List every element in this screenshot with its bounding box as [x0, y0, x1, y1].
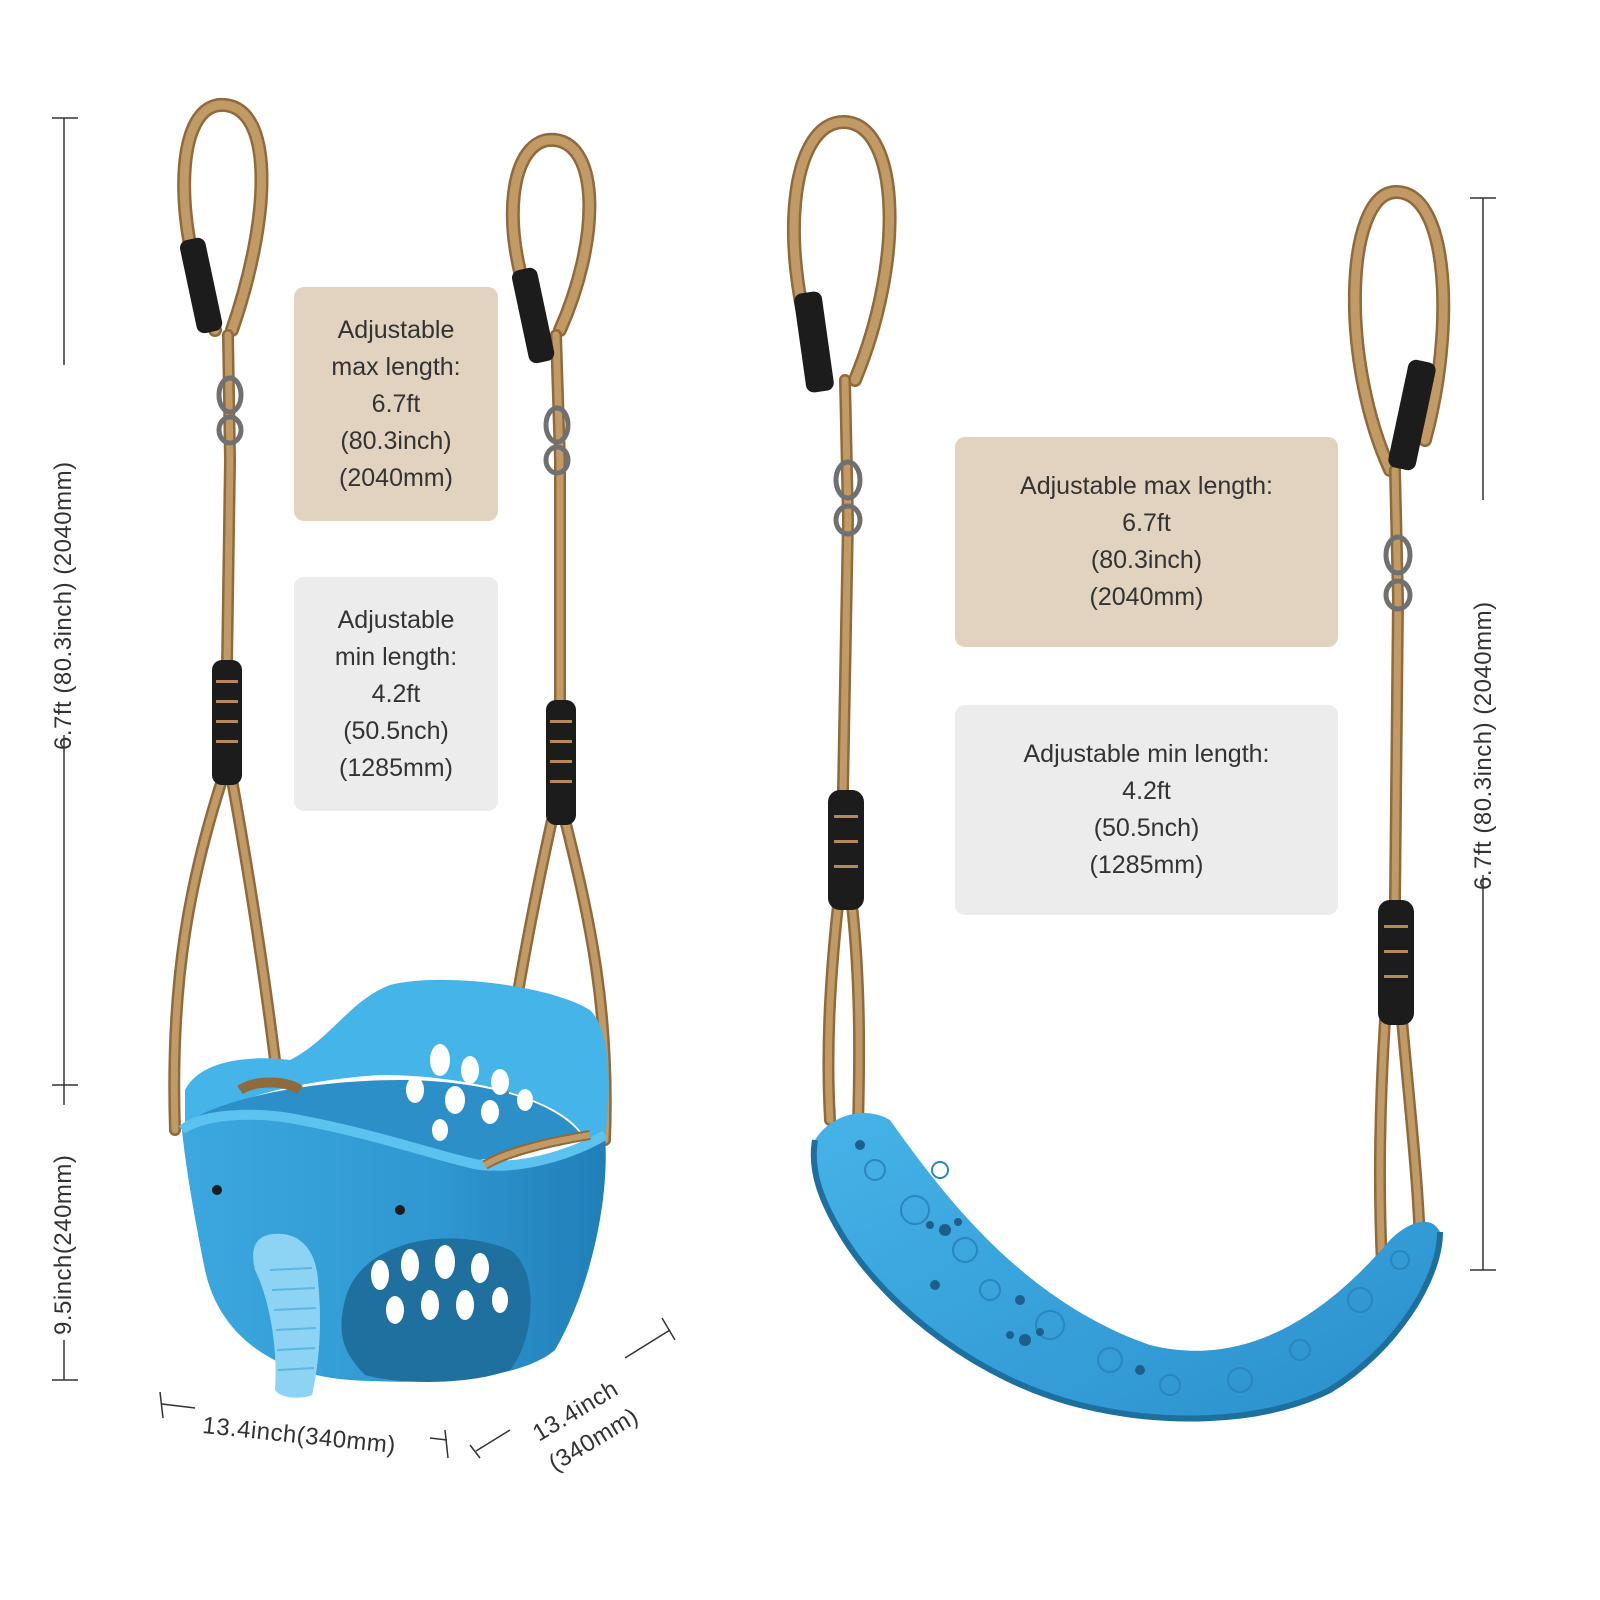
bucket-min-inch: (50.5nch) — [343, 716, 449, 745]
bucket-width-dimension — [159, 1391, 449, 1459]
bucket-max-length-box: Adjustable max length: 6.7ft (80.3inch) … — [294, 287, 498, 521]
right-rope-length-label: 6.7ft (80.3inch) (2040mm) — [1470, 601, 1497, 890]
bucket-min-mm: (1285mm) — [339, 753, 453, 782]
belt-min-heading: Adjustable min length: — [1023, 740, 1270, 768]
bucket-depth-dimension — [469, 1317, 676, 1459]
bucket-seat — [178, 979, 609, 1398]
belt-min-inch: (50.5nch) — [1093, 814, 1200, 842]
bucket-min-length-box: Adjustable min length: 4.2ft (50.5nch) (… — [294, 577, 498, 811]
right-dimension-line — [1470, 197, 1496, 1271]
bucket-rope-clamps — [180, 237, 576, 825]
left-dimension-line — [52, 117, 78, 1381]
bucket-max-heading-1: Adjustable — [337, 315, 455, 344]
belt-max-ft: 6.7ft — [1122, 509, 1171, 537]
bucket-max-mm: (2040mm) — [339, 463, 453, 492]
belt-rope-clamps — [794, 291, 1436, 1025]
belt-max-mm: (2040mm) — [1089, 583, 1204, 611]
belt-min-mm: (1285mm) — [1089, 851, 1204, 879]
bucket-min-heading-2: min length: — [334, 642, 458, 671]
bucket-height-label: 9.5inch(240mm) — [50, 1154, 77, 1335]
bucket-max-ft: 6.7ft — [371, 389, 421, 418]
belt-swivel-rings — [833, 459, 1413, 612]
bucket-max-inch: (80.3inch) — [340, 426, 452, 455]
belt-max-inch: (80.3inch) — [1090, 546, 1203, 574]
belt-min-length-box: Adjustable min length: 4.2ft (50.5nch) (… — [955, 705, 1338, 915]
bucket-min-heading-1: Adjustable — [337, 605, 455, 634]
belt-swing-ropes — [786, 114, 1451, 1271]
belt-max-heading: Adjustable max length: — [1020, 472, 1273, 500]
belt-min-ft: 4.2ft — [1122, 777, 1171, 805]
bucket-max-heading-2: max length: — [331, 352, 461, 381]
bucket-swivel-rings — [216, 375, 571, 476]
left-rope-length-label: 6.7ft (80.3inch) (2040mm) — [50, 461, 77, 750]
belt-max-length-box: Adjustable max length: 6.7ft (80.3inch) … — [955, 437, 1338, 647]
belt-seat — [810, 1112, 1443, 1422]
bucket-min-ft: 4.2ft — [371, 679, 421, 708]
